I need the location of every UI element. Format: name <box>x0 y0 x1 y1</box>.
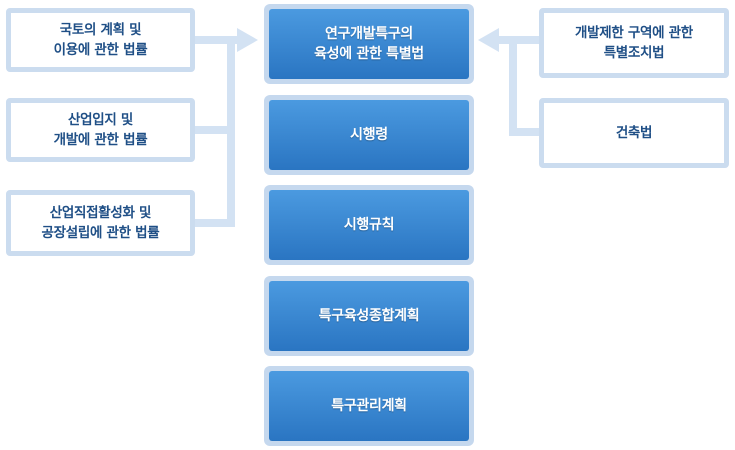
law-label: 국토의 계획 및 이용에 관한 법률 <box>53 22 148 58</box>
hierarchy-box-comprehensive-plan: 특구육성종합계획 <box>264 276 474 356</box>
law-label: 건축법 <box>615 125 653 141</box>
left-arrow-icon <box>478 28 499 52</box>
hierarchy-label: 특구육성종합계획 <box>318 308 420 324</box>
law-box-development-restriction: 개발제한 구역에 관한 특별조치법 <box>539 8 729 78</box>
law-box-land-planning: 국토의 계획 및 이용에 관한 법률 <box>6 8 195 72</box>
hierarchy-label: 연구개발특구의 육성에 관한 특별법 <box>314 26 424 62</box>
hierarchy-box-special-act: 연구개발특구의 육성에 관한 특별법 <box>264 4 474 84</box>
hierarchy-label: 시행령 <box>350 127 388 143</box>
hierarchy-box-enforcement-rule: 시행규칙 <box>264 185 474 265</box>
hierarchy-box-management-plan: 특구관리계획 <box>264 366 474 446</box>
law-box-industrial-location: 산업입지 및 개발에 관한 법률 <box>6 98 195 162</box>
law-label: 개발제한 구역에 관한 특별조치법 <box>575 25 693 61</box>
law-box-building-act: 건축법 <box>539 98 729 168</box>
hierarchy-box-enforcement-decree: 시행령 <box>264 95 474 175</box>
law-label: 산업직접활성화 및 공장설립에 관한 법률 <box>41 205 160 241</box>
hierarchy-label: 시행규칙 <box>343 217 395 233</box>
law-box-industry-integration: 산업직접활성화 및 공장설립에 관한 법률 <box>6 190 195 256</box>
law-label: 산업입지 및 개발에 관한 법률 <box>53 112 148 148</box>
right-arrow-icon <box>237 28 258 52</box>
hierarchy-label: 특구관리계획 <box>331 398 407 414</box>
